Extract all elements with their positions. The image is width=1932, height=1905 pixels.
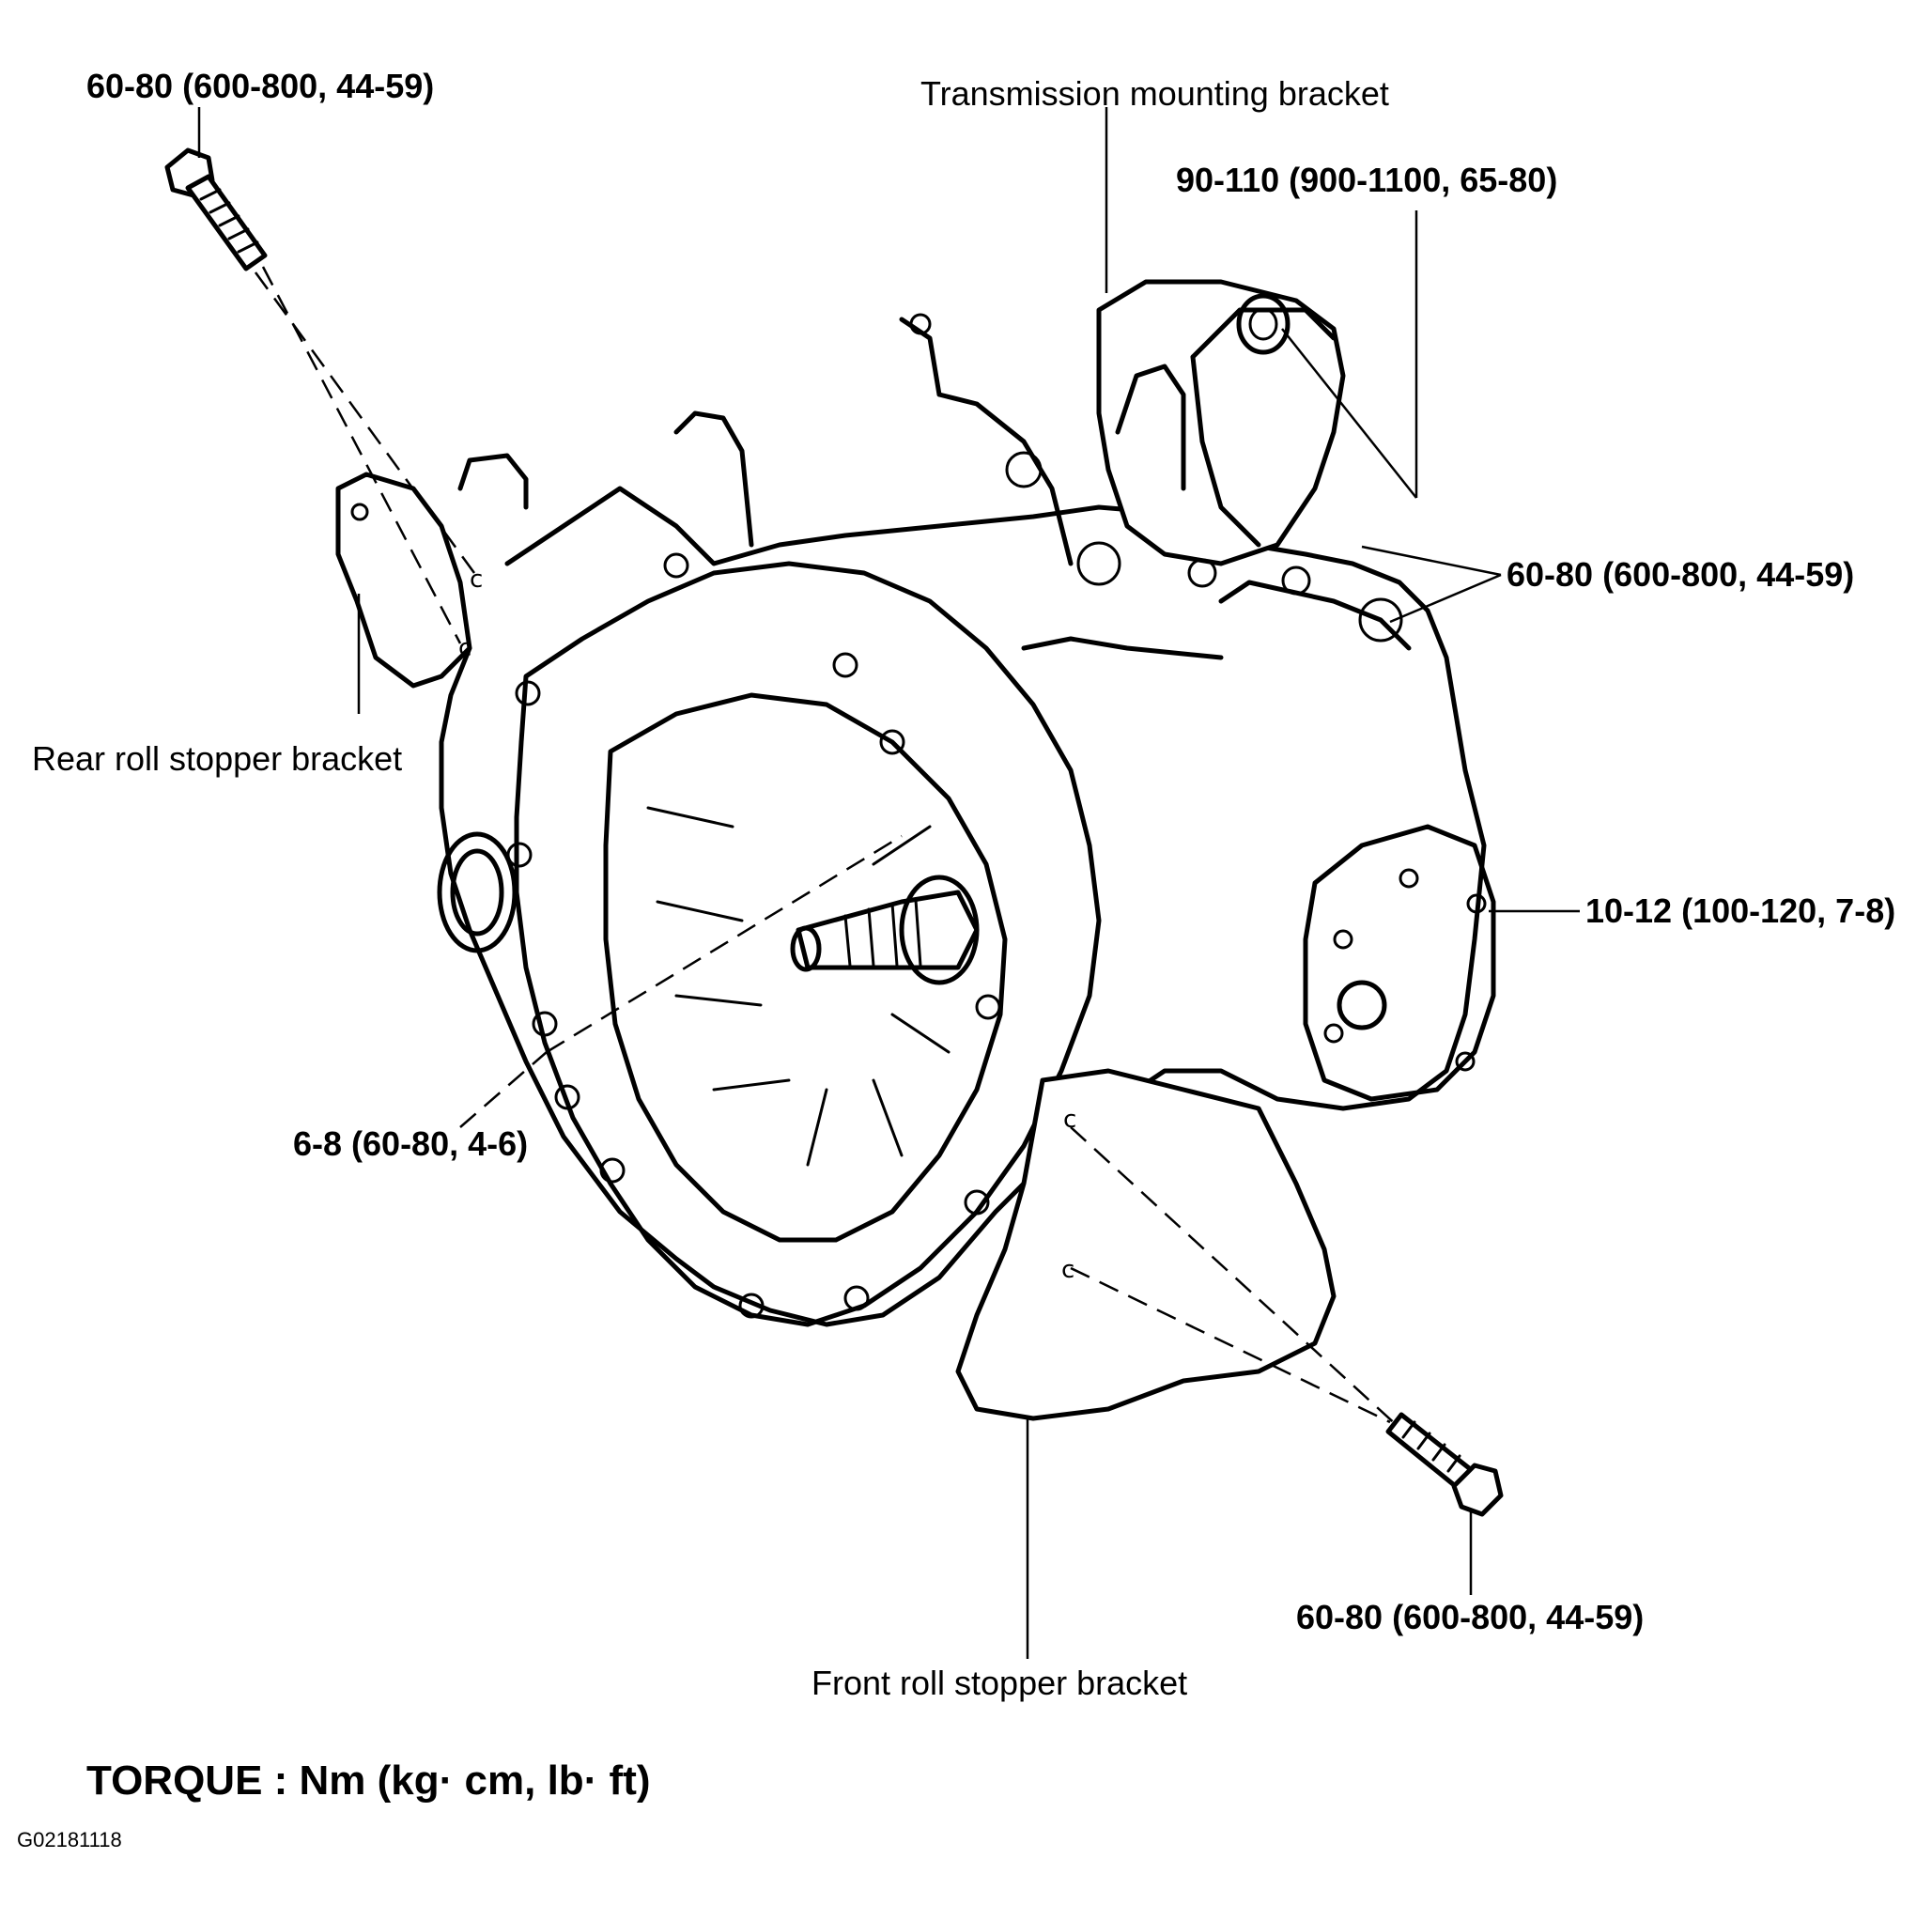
label-transmission-mounting-bracket: Transmission mounting bracket (920, 74, 1389, 113)
input-shaft (790, 875, 980, 985)
svg-text:c: c (1061, 1256, 1074, 1284)
bolt-bottom-right-icon (1385, 1412, 1504, 1517)
figure-code: G02181118 (17, 1828, 122, 1851)
label-bellhousing-bolt: 6-8 (60-80, 4-6) (293, 1124, 529, 1163)
label-cover-bolt: 10-12 (100-120, 7-8) (1585, 891, 1896, 930)
torque-units-caption: TORQUE : Nm (kg· cm, lb· ft) (86, 1758, 651, 1804)
label-bracket-bolts-right: 60-80 (600-800, 44-59) (1507, 555, 1855, 594)
label-front-roll-stopper-bracket: Front roll stopper bracket (811, 1664, 1188, 1702)
label-mount-bolt: 90-110 (900-1100, 65-80) (1176, 161, 1558, 199)
label-bolt-bottom-right: 60-80 (600-800, 44-59) (1296, 1598, 1645, 1636)
leader-lines (197, 107, 1580, 1659)
install-dash-lines (254, 266, 1400, 1429)
front-roll-stopper-bracket: c c (955, 1068, 1337, 1421)
label-bolt-top-left: 60-80 (600-800, 44-59) (86, 67, 435, 105)
svg-text:c: c (1063, 1106, 1076, 1134)
label-rear-roll-stopper-bracket: Rear roll stopper bracket (32, 739, 403, 778)
transmission-mounting-bracket (1096, 279, 1346, 566)
bolt-top-left-icon (164, 147, 268, 271)
transmission-case: c c (335, 279, 1496, 1421)
